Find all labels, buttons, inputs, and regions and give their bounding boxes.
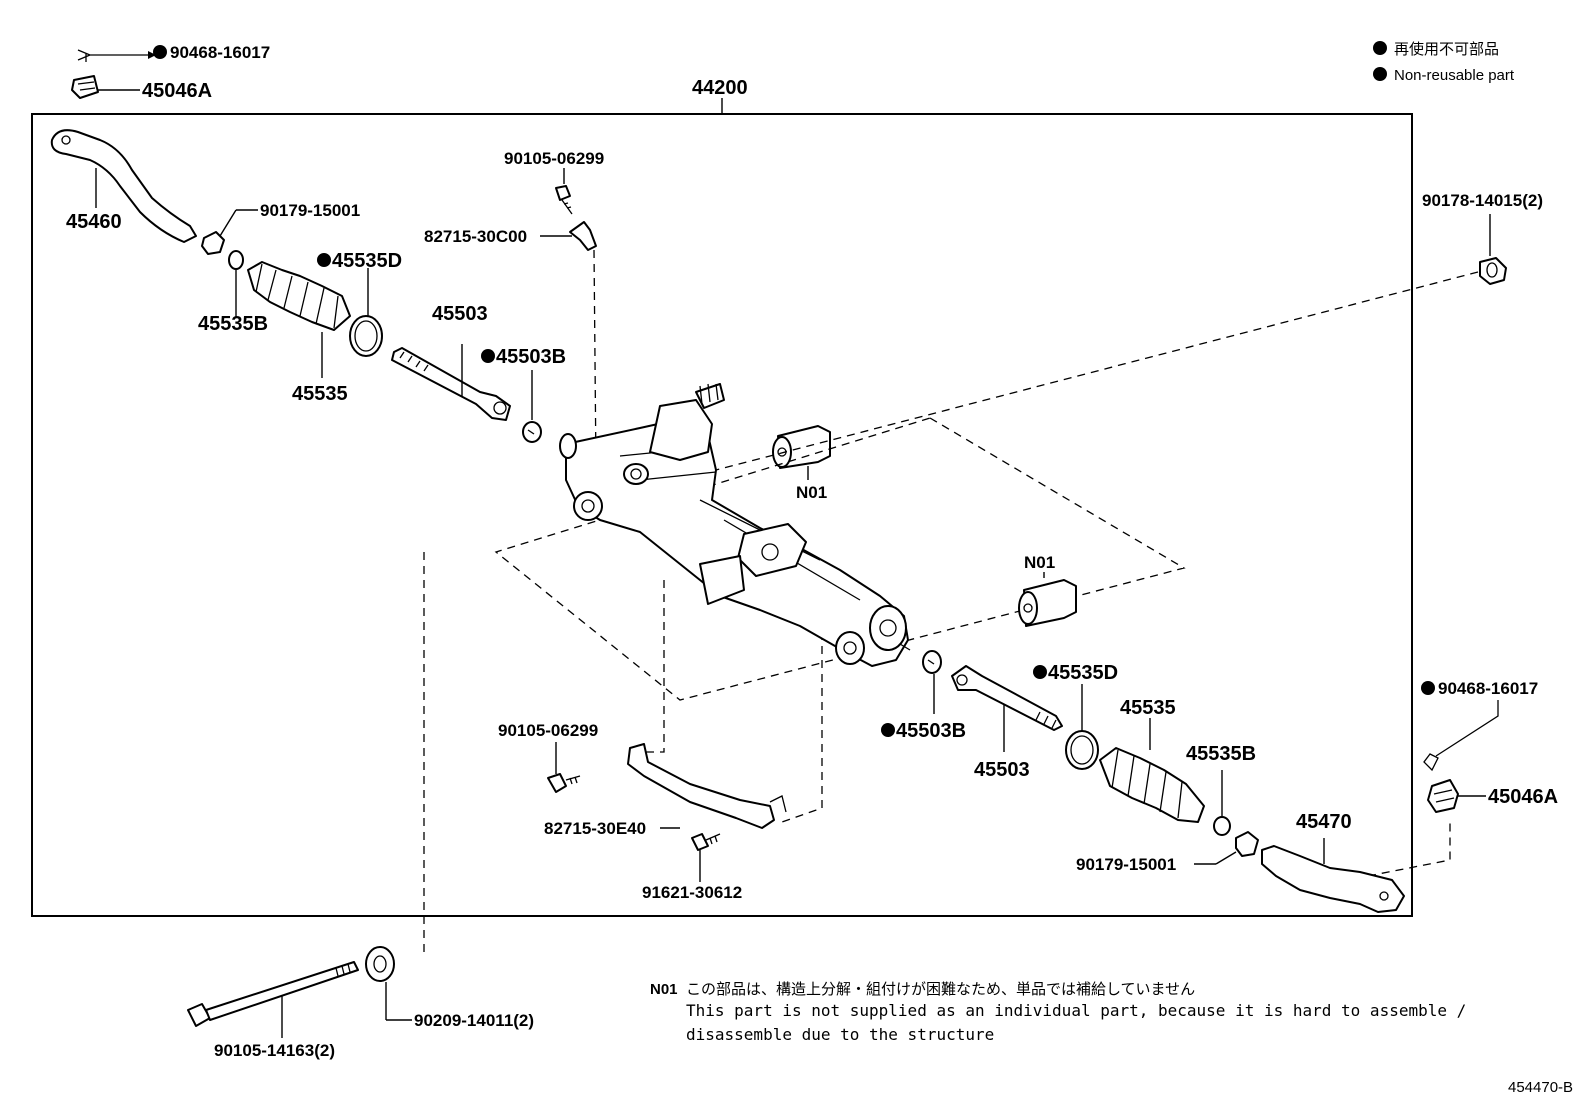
bolt-mid	[547, 773, 581, 793]
label-45046A-right: 45046A	[1488, 786, 1558, 808]
label-90105-06299-top: 90105-06299	[504, 149, 604, 168]
claw-washer-top	[522, 421, 542, 443]
tie-rod-end-left	[50, 129, 197, 243]
rack-boot-bottom	[1099, 747, 1205, 823]
steering-gear-housing	[559, 383, 911, 667]
label-45535D-top: 45535D	[332, 250, 402, 272]
label-45535-bottom: 45535	[1120, 697, 1176, 719]
label-45046A-top: 45046A	[142, 80, 212, 102]
note-block: N01 この部品は、構造上分解・組付けが困難なため、単品では補給していません T…	[650, 981, 1466, 1044]
rack-boot-top	[247, 261, 351, 331]
label-90179-15001-bottom: 90179-15001	[1076, 855, 1176, 874]
non-reusable-dot-icon	[1421, 681, 1435, 695]
inner-tie-rod-bottom	[951, 665, 1063, 731]
label-n01-mid: N01	[1024, 553, 1055, 572]
label-45535-top: 45535	[292, 383, 348, 405]
label-n01-top: N01	[796, 483, 827, 502]
non-reusable-dot-icon	[317, 253, 331, 267]
castle-nut-top	[71, 75, 99, 99]
non-reusable-dot-icon	[481, 349, 495, 363]
label-82715-30C00: 82715-30C00	[424, 227, 527, 246]
label-91621-30612: 91621-30612	[642, 883, 742, 902]
long-mount-bolt	[187, 961, 359, 1027]
mount-bushing-top	[772, 425, 831, 469]
inner-tie-rod-top	[391, 347, 511, 421]
note-en-line1: This part is not supplied as an individu…	[686, 1001, 1466, 1020]
castle-nut-bottom	[1427, 779, 1459, 813]
label-90179-15001-top: 90179-15001	[260, 201, 360, 220]
label-90105-14163: 90105-14163(2)	[214, 1041, 335, 1060]
boot-clip-small-bottom	[1213, 816, 1231, 836]
label-90209-14011: 90209-14011(2)	[414, 1011, 534, 1030]
figure-code: 454470-B	[1508, 1079, 1573, 1096]
label-45503-top: 45503	[432, 303, 488, 325]
note-jp: この部品は、構造上分解・組付けが困難なため、単品では補給していません	[686, 981, 1195, 998]
jam-nut-bottom	[1235, 831, 1259, 857]
label-90468-16017-right: 90468-16017	[1438, 679, 1538, 698]
jam-nut-top	[201, 231, 225, 255]
cotter-pin-top	[77, 49, 156, 62]
boot-clamp-bottom	[1065, 730, 1099, 770]
label-45503-bottom: 45503	[974, 759, 1030, 781]
label-45535B-bottom: 45535B	[1186, 743, 1256, 765]
legend-en: Non-reusable part	[1394, 67, 1515, 84]
label-45470: 45470	[1296, 811, 1352, 833]
legend-jp: 再使用不可部品	[1394, 41, 1499, 58]
bolt-small	[691, 833, 721, 851]
claw-washer-bottom	[922, 650, 942, 674]
mount-bushing-mid	[1018, 579, 1077, 627]
label-45503B-top: 45503B	[496, 346, 566, 368]
non-reusable-dot-icon	[153, 45, 167, 59]
label-90105-06299-mid: 90105-06299	[498, 721, 598, 740]
bolt-top	[555, 185, 573, 215]
label-45460: 45460	[66, 211, 122, 233]
boot-clamp-top	[349, 315, 383, 357]
non-reusable-dot-icon	[881, 723, 895, 737]
label-90468-16017-top: 90468-16017	[170, 43, 270, 62]
non-reusable-dot-icon	[1373, 67, 1387, 81]
note-en-line2: disassemble due to the structure	[686, 1025, 994, 1044]
tie-rod-end-right	[1261, 845, 1405, 913]
label-45535B-top: 45535B	[198, 313, 268, 335]
label-45535D-bottom: 45535D	[1048, 662, 1118, 684]
legend: 再使用不可部品 Non-reusable part	[1373, 41, 1515, 84]
cotter-pin-bottom	[1423, 700, 1499, 772]
bracket-top	[569, 221, 597, 251]
assembly-label: 44200	[692, 77, 748, 99]
label-82715-30E40: 82715-30E40	[544, 819, 646, 838]
label-45503B-bottom: 45503B	[896, 720, 966, 742]
bracket-bottom	[627, 743, 787, 829]
non-reusable-dot-icon	[1033, 665, 1047, 679]
label-90178-14015: 90178-14015(2)	[1422, 191, 1543, 210]
mount-grommet	[1479, 257, 1507, 285]
non-reusable-dot-icon	[1373, 41, 1387, 55]
note-tag: N01	[650, 981, 678, 998]
plate-washer	[365, 946, 395, 982]
boot-clip-small-top	[228, 250, 244, 270]
